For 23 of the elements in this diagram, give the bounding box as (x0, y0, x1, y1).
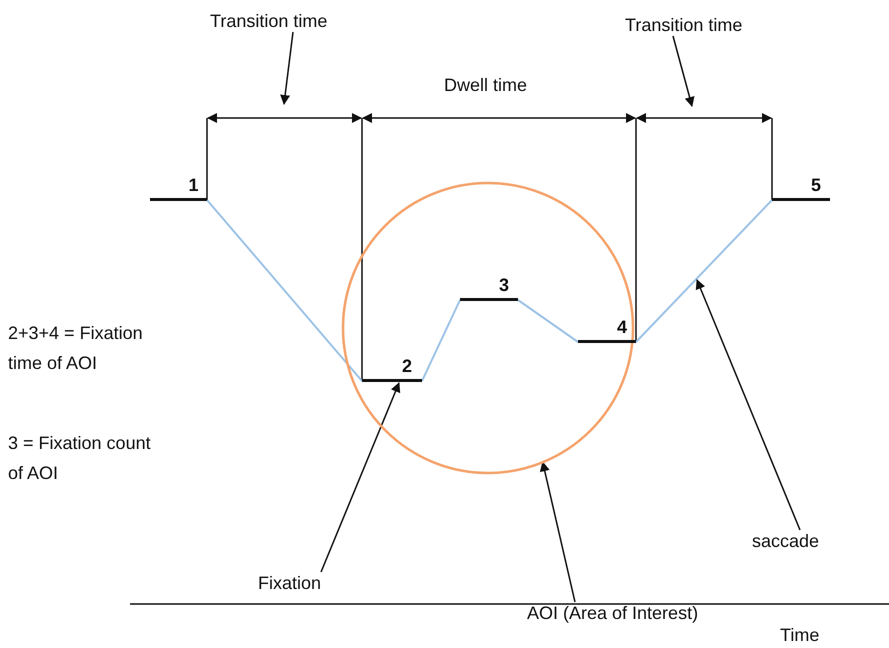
saccade-line (635, 199, 773, 343)
leader-arrow (696, 279, 801, 530)
dwell-time-label: Dwell time (444, 74, 528, 96)
saccade-line (421, 300, 461, 382)
saccade-line (206, 199, 363, 382)
time-axis-label: Time (780, 624, 820, 646)
leader-arrow (280, 32, 294, 105)
fixation-number: 2 (402, 355, 412, 377)
transition-time-label: Transition time (625, 14, 742, 36)
leader-arrow (320, 382, 400, 572)
saccade-line (517, 299, 579, 343)
fixation-label: Fixation (258, 572, 322, 594)
fixation-time-note: 2+3+4 = Fixation time of AOI (8, 322, 144, 375)
fixation-number: 5 (811, 174, 822, 196)
fixation-number: 3 (499, 274, 510, 296)
transition-time-label: Transition time (210, 10, 328, 32)
fixation-number: 1 (188, 174, 199, 196)
saccade-label: saccade (752, 530, 820, 552)
fixation-number: 4 (617, 316, 628, 338)
fixation-count-note: 3 = Fixation count of AOI (8, 432, 152, 485)
leader-arrow (540, 461, 576, 602)
leader-arrow (672, 36, 694, 107)
aoi-label: AOI (Area of Interest) (527, 602, 698, 624)
